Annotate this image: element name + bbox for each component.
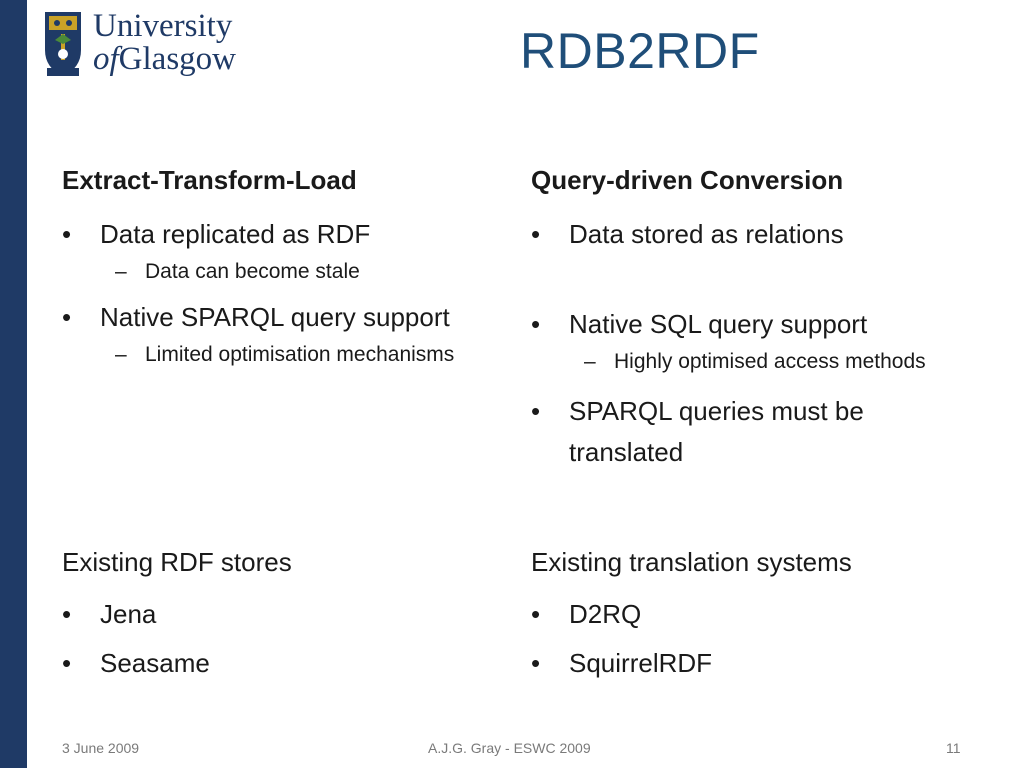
sub-bullet-item: – Data can become stale xyxy=(62,255,492,289)
logo-of: of xyxy=(93,41,119,77)
left-column-heading: Extract-Transform-Load xyxy=(62,165,357,195)
dash-glyph: – xyxy=(115,260,127,283)
list-item: • Jena xyxy=(62,594,462,635)
bullet-item: • Data stored as relations xyxy=(531,214,961,255)
list-item: • D2RQ xyxy=(531,594,971,635)
bullet-text: Native SPARQL query support xyxy=(100,302,450,332)
bullet-item: • Native SQL query support xyxy=(531,304,961,345)
right-column: Query-driven Conversion • Data stored as… xyxy=(531,165,961,473)
bullet-glyph: • xyxy=(62,219,72,249)
bullet-glyph: • xyxy=(62,302,72,332)
left-section-list: • Jena • Seasame xyxy=(62,594,462,684)
bullet-glyph: • xyxy=(531,648,541,678)
sub-bullet-item: – Highly optimised access methods xyxy=(531,345,944,379)
list-item: • SquirrelRDF xyxy=(531,643,971,684)
bullet-glyph: • xyxy=(531,396,541,426)
dash-glyph: – xyxy=(584,350,596,373)
list-item-text: SquirrelRDF xyxy=(569,648,713,678)
list-item: • Seasame xyxy=(62,643,462,684)
university-crest-icon xyxy=(45,12,81,76)
left-section-label: Existing RDF stores xyxy=(62,547,292,577)
footer-author: A.J.G. Gray - ESWC 2009 xyxy=(428,740,591,756)
list-item-text: Jena xyxy=(100,599,157,629)
logo-wordmark: University ofGlasgow xyxy=(93,10,236,76)
logo-glasgow: Glasgow xyxy=(118,41,236,77)
bullet-glyph: • xyxy=(531,599,541,629)
logo-line-2: ofGlasgow xyxy=(93,43,236,76)
bullet-text: Data stored as relations xyxy=(569,219,844,249)
logo-line-1: University xyxy=(93,8,233,44)
sub-bullet-item: – Limited optimisation mechanisms xyxy=(62,338,475,372)
dash-glyph: – xyxy=(115,343,127,366)
right-column-heading: Query-driven Conversion xyxy=(531,165,844,195)
bullet-text: SPARQL queries must be translated xyxy=(569,396,864,467)
bullet-item: • Data replicated as RDF xyxy=(62,214,492,255)
bullet-text: Data replicated as RDF xyxy=(100,219,371,249)
university-logo: University ofGlasgow xyxy=(43,10,243,80)
bullet-glyph: • xyxy=(62,648,72,678)
bullet-text: Native SQL query support xyxy=(569,309,868,339)
left-accent-bar xyxy=(0,0,27,768)
footer-page-number: 11 xyxy=(946,740,961,756)
left-column: Extract-Transform-Load • Data replicated… xyxy=(62,165,492,384)
sub-bullet-text: Limited optimisation mechanisms xyxy=(145,343,455,366)
bullet-glyph: • xyxy=(531,219,541,249)
right-section-label: Existing translation systems xyxy=(531,547,852,577)
sub-bullet-text: Highly optimised access methods xyxy=(614,350,926,373)
footer-date: 3 June 2009 xyxy=(62,740,140,756)
bullet-glyph: • xyxy=(62,599,72,629)
bullet-glyph: • xyxy=(531,309,541,339)
spacer xyxy=(531,255,961,304)
list-item-text: D2RQ xyxy=(569,599,642,629)
slide-title: RDB2RDF xyxy=(520,23,760,79)
bullet-item: • SPARQL queries must be translated xyxy=(531,391,959,473)
sub-bullet-text: Data can become stale xyxy=(145,260,360,283)
right-section-list: • D2RQ • SquirrelRDF xyxy=(531,594,971,684)
list-item-text: Seasame xyxy=(100,648,210,678)
bullet-item: • Native SPARQL query support xyxy=(62,297,450,338)
